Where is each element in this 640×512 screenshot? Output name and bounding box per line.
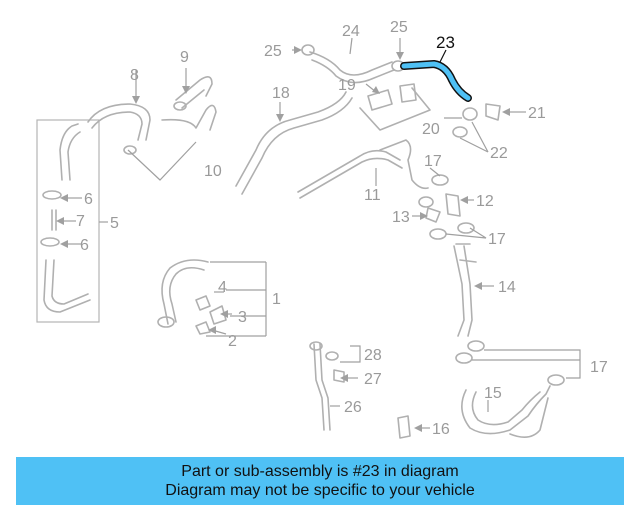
callout-8: 8	[130, 67, 139, 84]
clamp-17-part	[418, 196, 434, 208]
clamp-17-part	[467, 340, 485, 352]
clamp-part	[42, 190, 62, 200]
bracket-3-part	[209, 305, 227, 325]
upper-hose-part	[59, 123, 81, 181]
callout-17b: 17	[488, 231, 506, 248]
callout-1: 1	[272, 291, 281, 308]
clamp-part	[173, 101, 187, 111]
hose-24-part	[309, 51, 395, 84]
connector-19-part	[367, 89, 393, 111]
clamp-25-part	[301, 44, 315, 56]
hose-15-part	[461, 385, 551, 435]
callout-3: 3	[238, 309, 247, 326]
pipe-26-part	[313, 343, 331, 431]
callout-4: 4	[218, 279, 227, 296]
hose-15-part	[509, 397, 549, 438]
callout-19: 19	[338, 77, 356, 94]
pipe-11-part	[297, 139, 429, 199]
callout-25a: 25	[264, 43, 282, 60]
clamp-17-part	[429, 228, 447, 240]
callout-9: 9	[180, 49, 189, 66]
callout-11: 11	[364, 187, 381, 204]
callout-7: 7	[76, 213, 85, 230]
connector-19-part	[399, 83, 417, 103]
callout-13: 13	[392, 209, 410, 226]
clamp-part	[157, 316, 175, 328]
caption-line-2: Diagram may not be specific to your vehi…	[165, 482, 475, 499]
callout-10: 10	[204, 163, 222, 180]
gasket-28-part	[309, 341, 323, 351]
callout-27: 27	[364, 371, 382, 388]
housing-part	[359, 87, 431, 131]
callout-22: 22	[490, 145, 508, 162]
hose-9-part	[175, 76, 213, 109]
clamp-part	[123, 145, 137, 155]
clamp-17-part	[455, 352, 473, 364]
fitting-27-part	[333, 369, 345, 383]
clamp-part	[40, 237, 60, 247]
lower-hose-part	[43, 259, 91, 313]
connector-13-part	[425, 207, 441, 223]
assembly-box-5	[36, 119, 100, 323]
callout-28: 28	[364, 347, 382, 364]
callout-6a: 6	[84, 191, 93, 208]
callout-23: 23	[436, 33, 455, 52]
pipe-18-part	[235, 91, 353, 195]
callout-17a: 17	[424, 153, 442, 170]
cap-21-part	[485, 103, 501, 121]
callout-16: 16	[432, 421, 450, 438]
hose-8-part	[87, 103, 151, 141]
callout-12: 12	[476, 193, 494, 210]
gasket-4-part	[195, 295, 211, 311]
connector-12-part	[445, 193, 461, 217]
caption-line-1: Part or sub-assembly is #23 in diagram	[181, 463, 459, 480]
callout-24: 24	[342, 23, 360, 40]
callout-15: 15	[484, 385, 502, 402]
parts-diagram: 1 2 3 4 5 6 6 7 8 9 10 11 12 13 14 15 16…	[36, 19, 608, 439]
callout-6b: 6	[80, 237, 89, 254]
callout-20: 20	[422, 121, 440, 138]
clamp-17-part	[457, 222, 475, 234]
callout-17c: 17	[590, 359, 608, 376]
clamp-17-part	[431, 174, 449, 186]
callout-26: 26	[344, 399, 362, 416]
callout-21: 21	[528, 105, 546, 122]
callout-18: 18	[272, 85, 290, 102]
plug-16-part	[397, 415, 411, 439]
callout-25b: 25	[390, 19, 408, 36]
pipe-14-part	[453, 243, 477, 337]
clamp-20-part	[452, 126, 468, 138]
callout-14: 14	[498, 279, 516, 296]
caption-banner: Part or sub-assembly is #23 in diagram D…	[16, 457, 624, 505]
hose-1-part	[161, 259, 209, 325]
callout-2: 2	[228, 333, 237, 350]
fitting-part	[51, 209, 57, 231]
gasket-28-part	[325, 351, 339, 361]
clamp-17-part	[547, 374, 565, 386]
pipe-10-part	[161, 104, 217, 131]
callout-5: 5	[110, 215, 119, 232]
clamp-20-part	[462, 107, 478, 121]
clip-2-part	[195, 321, 211, 335]
